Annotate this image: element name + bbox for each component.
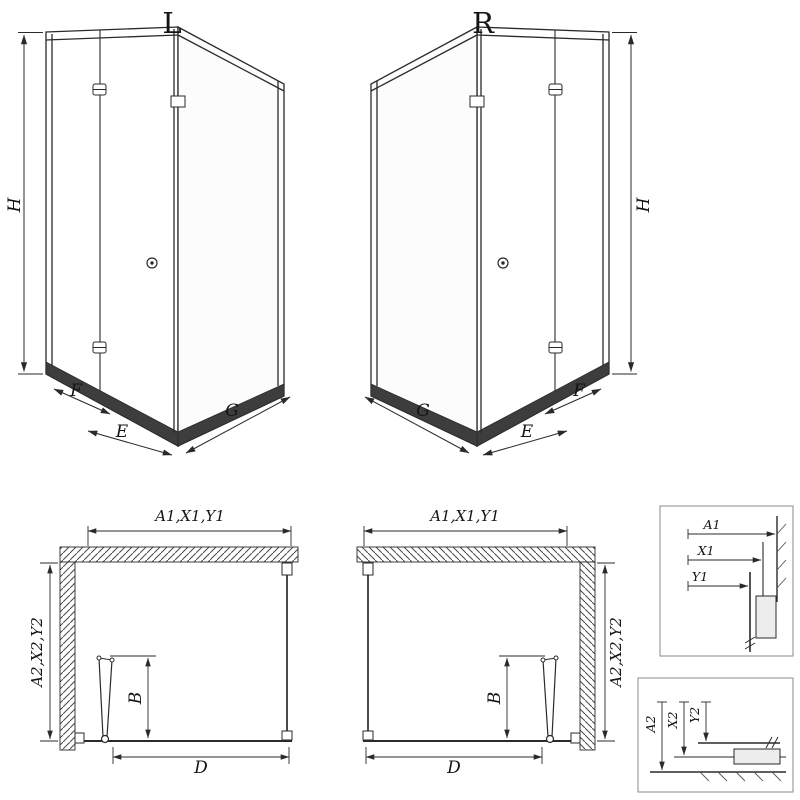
detail-box-depth <box>637 677 794 793</box>
perspective-view-left: L H F E G <box>5 6 290 455</box>
wall-profile-block <box>755 595 777 639</box>
detail-wall-dim-label-a2: A2 <box>643 715 658 733</box>
glass-break-marks <box>744 636 756 650</box>
entry-width-label-plan-left: D <box>193 758 208 778</box>
glass-break-marks <box>765 736 779 749</box>
width-dim-label-plan-left: A1,X1,Y1 <box>153 507 225 525</box>
width-dim-label-plan-right: A1,X1,Y1 <box>428 507 500 525</box>
enclosure-3d-right <box>365 27 637 455</box>
side-dim-label-left: G <box>225 401 239 421</box>
detail-depth-dim-lines <box>657 701 711 771</box>
detail-glass-dim-label-y2: Y2 <box>687 707 702 723</box>
plan-view-left: A1,X1,Y1 A2,X2,Y2 B D <box>28 507 298 778</box>
door-projection-label-plan-right: B <box>485 692 505 706</box>
height-dim-label-right: H <box>634 196 654 213</box>
variant-label-left: L <box>162 6 181 40</box>
plan-geometry-left <box>40 526 298 764</box>
detail-view-depth: A2 X2 Y2 <box>637 677 794 793</box>
plan-geometry-right <box>357 526 615 764</box>
detail-wall-dim-label-a1: A1 <box>703 517 721 532</box>
depth-dim-label-plan-right: A2,X2,Y2 <box>607 617 625 689</box>
entry-dim-label-left: E <box>115 422 129 442</box>
entry-width-label-plan-right: D <box>446 758 461 778</box>
detail-profile-dim-label-x1: X1 <box>697 543 715 558</box>
variant-label-right: R <box>472 6 495 40</box>
detail-glass-dim-label-y1: Y1 <box>692 569 708 584</box>
front-dim-label-right: F <box>572 381 586 401</box>
floor-hatch-marks <box>699 771 782 782</box>
perspective-view-right: R H F E G <box>365 6 654 455</box>
door-projection-label-plan-left: B <box>126 692 146 706</box>
plan-view-right: A1,X1,Y1 A2,X2,Y2 B D <box>357 507 625 778</box>
front-dim-label-left: F <box>69 381 83 401</box>
detail-width-dim-lines <box>687 529 776 591</box>
entry-dim-label-right: E <box>520 422 534 442</box>
height-dim-label-left: H <box>5 196 25 213</box>
detail-view-width: A1 X1 Y1 <box>659 505 794 657</box>
enclosure-3d-left <box>18 27 290 455</box>
detail-profile-dim-label-x2: X2 <box>665 712 680 730</box>
wall-hatch-marks <box>776 523 787 589</box>
sill-profile-block <box>733 748 781 765</box>
side-dim-label-right: G <box>416 401 430 421</box>
depth-dim-label-plan-left: A2,X2,Y2 <box>28 617 46 689</box>
